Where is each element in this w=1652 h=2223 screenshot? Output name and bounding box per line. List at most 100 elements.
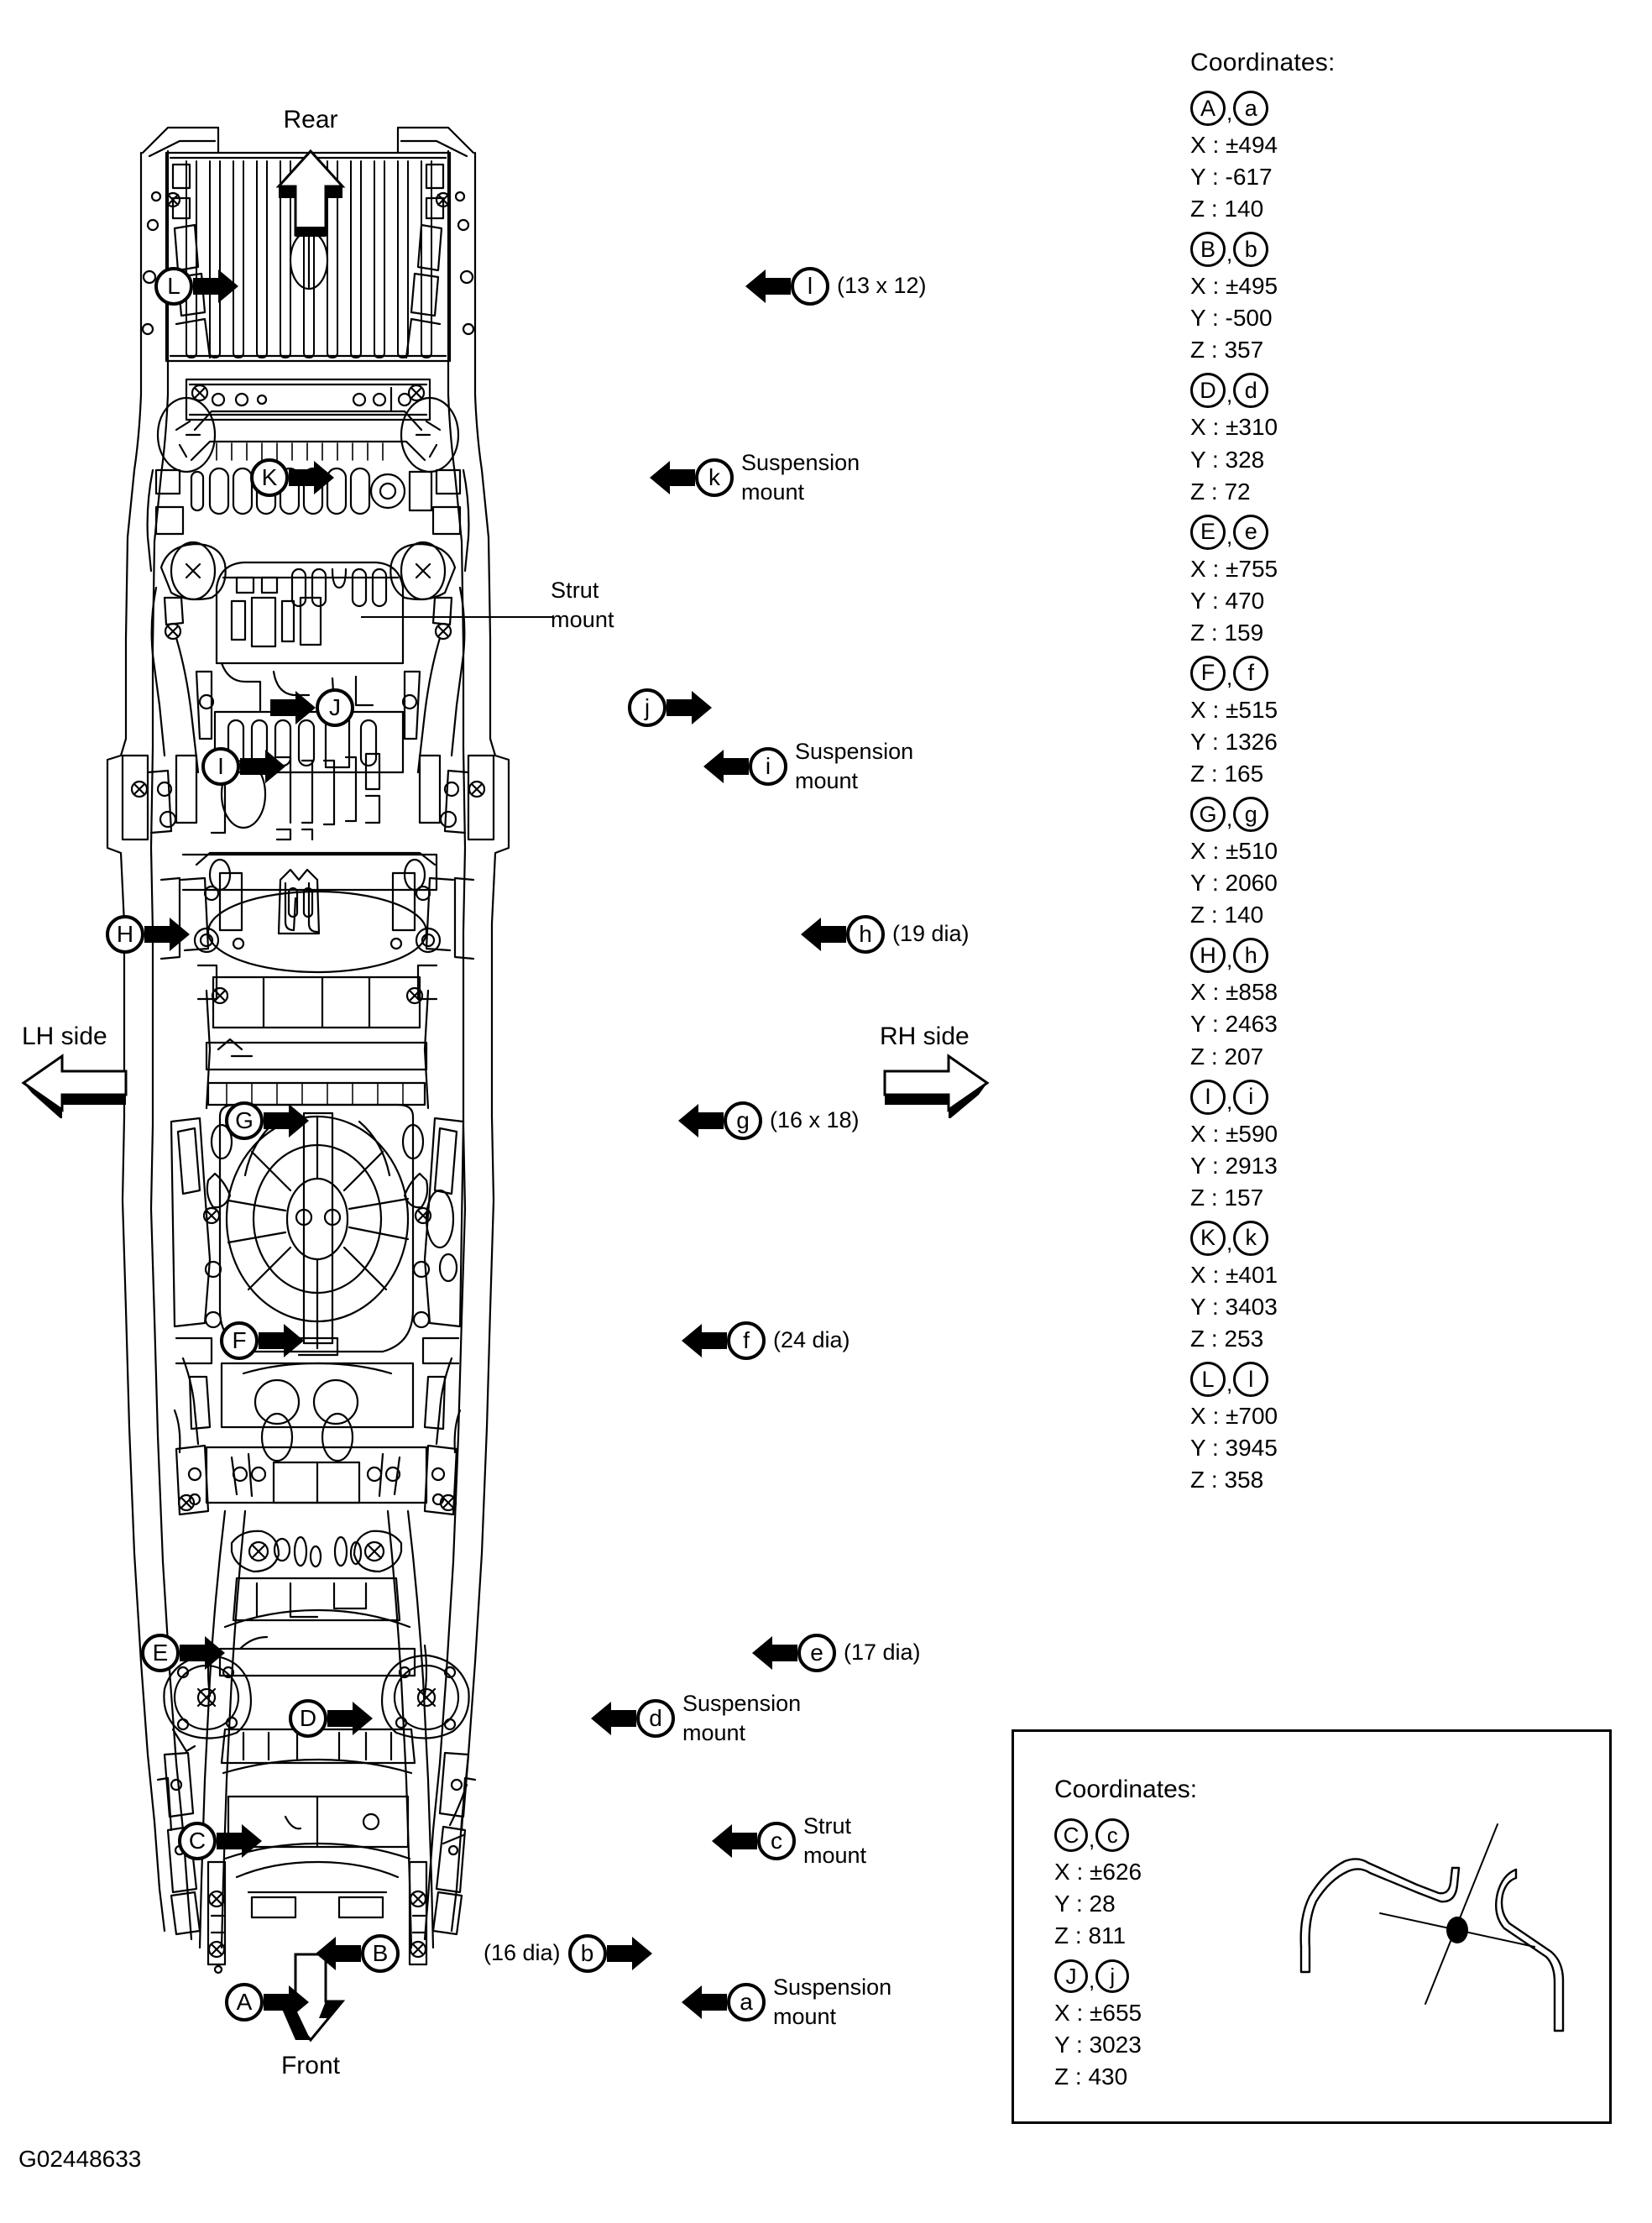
coordinate-badges: E,e (1190, 513, 1585, 552)
marker-note-i: Suspension mount (795, 738, 914, 793)
marker-K[interactable]: K (250, 455, 334, 500)
coordinate-y-value: Y : 2060 (1190, 870, 1278, 897)
front-direction-label: Front (280, 2052, 341, 2079)
arrow-right-icon (259, 1324, 304, 1357)
badge-upper-C: C (1054, 1818, 1088, 1852)
marker-H[interactable]: H (106, 912, 190, 957)
marker-B[interactable]: B (316, 1931, 400, 1976)
coordinate-x-value: X : ±310 (1190, 414, 1278, 441)
marker-circle-l: l (791, 267, 829, 306)
marker-circle-b: b (567, 1934, 607, 1973)
coordinate-x-value: X : ±494 (1190, 132, 1278, 158)
strut-mount-leader-line (361, 616, 552, 618)
marker-circle-A: A (225, 1983, 264, 2022)
coordinate-z-value: Z : 159 (1190, 619, 1264, 646)
coordinate-y-value: Y : 470 (1190, 587, 1265, 614)
coordinate-x-value: X : ±495 (1190, 273, 1278, 300)
badge-lower-g: g (1233, 797, 1269, 833)
coordinate-z-value: Z : 140 (1190, 902, 1264, 928)
marker-J[interactable]: J (270, 685, 354, 730)
badge-lower-c: c (1095, 1818, 1130, 1852)
marker-D[interactable]: D (289, 1696, 373, 1741)
marker-h[interactable]: h (19 dia) (801, 912, 970, 957)
arrow-left-icon (678, 1104, 724, 1138)
inset-detail-sketch (1291, 1791, 1576, 2072)
badge-separator: , (1089, 1968, 1095, 1994)
rear-direction-arrow (270, 148, 351, 244)
marker-circle-C: C (178, 1822, 217, 1860)
marker-circle-K: K (250, 458, 289, 497)
marker-G[interactable]: G (225, 1098, 309, 1143)
coordinate-z-value: Z : 165 (1190, 761, 1264, 787)
badge-separator: , (1226, 241, 1233, 267)
marker-a[interactable]: a Suspension mount (682, 1975, 891, 2029)
arrow-right-icon (606, 1937, 652, 1970)
marker-e[interactable]: e (17 dia) (752, 1630, 921, 1676)
marker-d[interactable]: d Suspension mount (591, 1691, 801, 1745)
arrow-right-icon (327, 1702, 373, 1735)
coordinate-badges: A,a (1190, 89, 1585, 128)
coordinate-y-value: Y : 2913 (1190, 1152, 1278, 1179)
arrow-left-icon (712, 1824, 757, 1858)
badge-upper-K: K (1190, 1220, 1226, 1256)
arrow-left-icon (650, 461, 695, 494)
arrow-left-icon (682, 1324, 727, 1357)
marker-c[interactable]: c Strut mount (712, 1813, 866, 1868)
marker-i[interactable]: i Suspension mount (703, 739, 913, 793)
marker-circle-d: d (636, 1699, 675, 1738)
marker-note-k: Suspension mount (741, 449, 860, 505)
badge-upper-I: I (1190, 1079, 1226, 1115)
coordinate-y-value: Y : 2463 (1190, 1011, 1278, 1038)
badge-upper-B: B (1190, 232, 1226, 268)
badge-lower-b: b (1233, 232, 1269, 268)
marker-k[interactable]: k Suspension mount (650, 450, 860, 505)
coordinate-z-value: Z : 157 (1190, 1184, 1264, 1211)
marker-C[interactable]: C (178, 1818, 262, 1864)
marker-l[interactable]: l (13 x 12) (745, 264, 927, 309)
marker-I[interactable]: I (201, 744, 285, 789)
coordinate-badges: C,c (1054, 1816, 1142, 1854)
coordinate-x-value: X : ±655 (1054, 2000, 1142, 2027)
rh-side-arrow (880, 1046, 992, 1122)
marker-note-g: (16 x 18) (770, 1107, 860, 1133)
arrow-left-icon (316, 1937, 361, 1970)
coordinate-y-value: Y : 3023 (1054, 2032, 1142, 2058)
badge-upper-G: G (1190, 797, 1226, 833)
coordinate-y-value: Y : 3403 (1190, 1293, 1278, 1320)
marker-j[interactable]: j (628, 685, 712, 730)
badge-lower-f: f (1233, 655, 1269, 691)
badge-separator: , (1226, 664, 1233, 690)
coordinate-z-value: Z : 358 (1190, 1467, 1264, 1493)
arrow-left-icon (801, 918, 846, 951)
marker-circle-B: B (361, 1934, 400, 1973)
coordinate-badges: G,g (1190, 795, 1585, 834)
figure-id-label: G02448633 (18, 2146, 142, 2172)
coordinate-badges: J,j (1054, 1957, 1142, 1995)
marker-circle-L: L (154, 267, 193, 306)
coordinate-badges: I,i (1190, 1078, 1585, 1117)
marker-A[interactable]: A (225, 1980, 309, 2025)
badge-separator: , (1226, 382, 1233, 408)
marker-f[interactable]: f (24 dia) (682, 1318, 850, 1363)
marker-L[interactable]: L (154, 264, 238, 309)
marker-b[interactable]: (16 dia) b (484, 1931, 652, 1976)
marker-g[interactable]: g (16 x 18) (678, 1098, 860, 1143)
coordinate-y-value: Y : -500 (1190, 305, 1273, 332)
arrow-right-icon (667, 691, 712, 724)
arrow-right-icon (180, 1636, 225, 1670)
marker-E[interactable]: E (141, 1630, 225, 1676)
arrow-left-icon (682, 1985, 727, 2019)
marker-F[interactable]: F (220, 1318, 304, 1363)
coordinate-z-value: Z : 72 (1190, 478, 1251, 505)
lh-side-label: LH side (22, 1023, 107, 1050)
arrow-right-icon (193, 269, 238, 303)
coordinate-z-value: Z : 253 (1190, 1326, 1264, 1352)
